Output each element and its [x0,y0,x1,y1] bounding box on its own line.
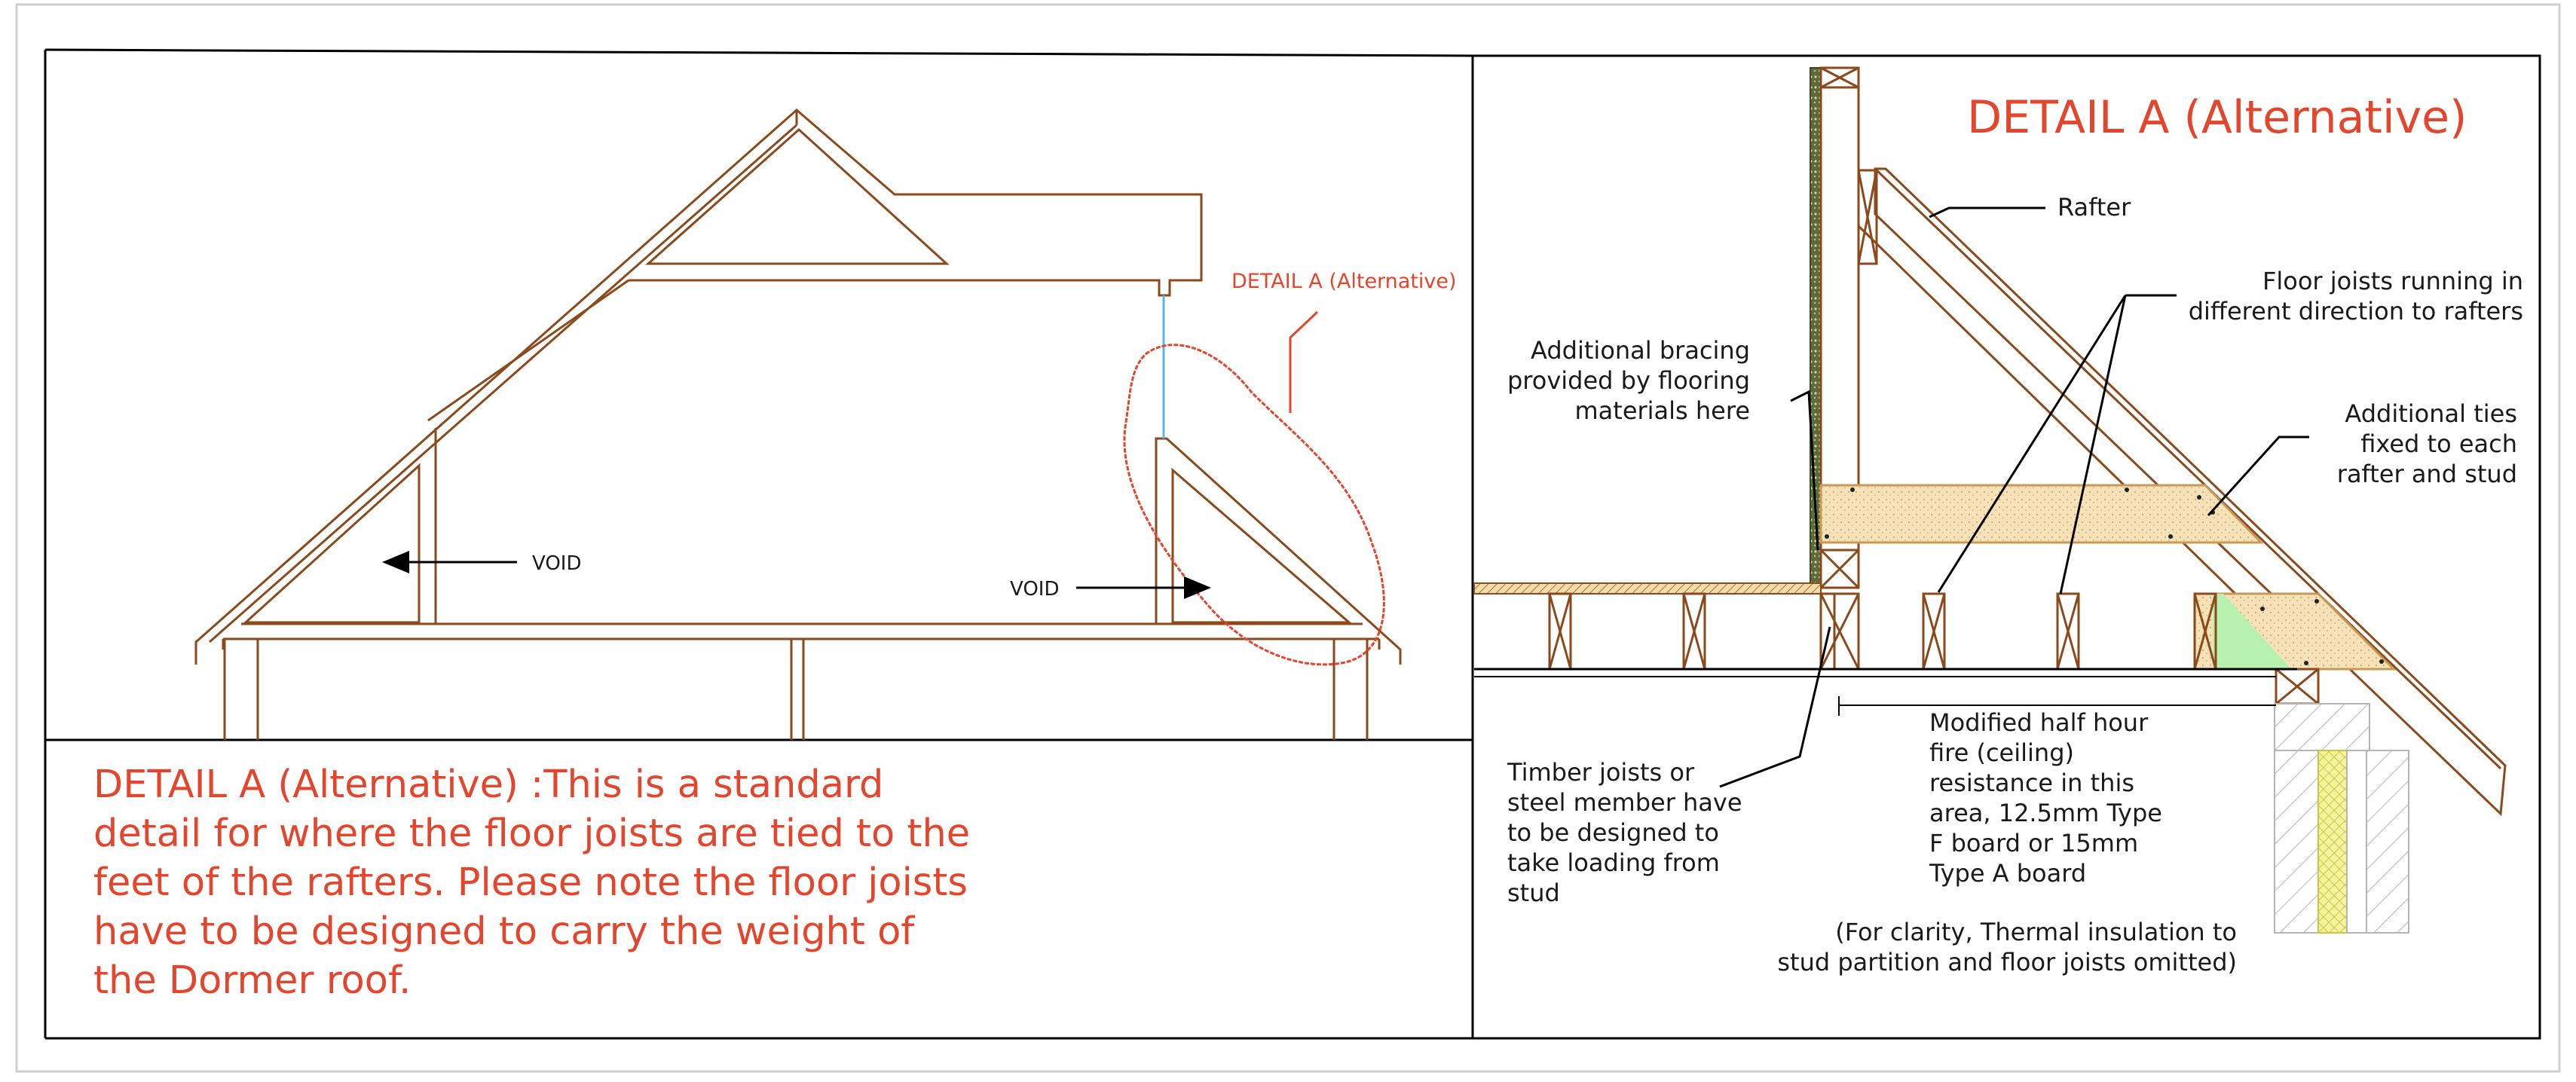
svg-text:fixed to each: fixed to each [2360,429,2517,458]
svg-text:stud: stud [1507,879,1560,907]
callout-leader [1289,310,1319,413]
left-panel: DETAIL A (Alternative) VOID VOID [44,48,1474,1040]
joist [1819,592,1860,671]
note-line: the Dormer roof. [93,958,411,1003]
ties-leader [2207,436,2309,517]
svg-text:take loading from: take loading from [1507,848,1720,877]
clarity-label: (For clarity, Thermal insulation to stud… [1777,918,2237,977]
svg-text:(For clarity, Thermal insulati: (For clarity, Thermal insulation to [1835,918,2237,946]
floor-joists-leader [1937,295,2127,594]
green-packer [2213,594,2291,669]
detail-title: DETAIL A (Alternative) [1967,91,2467,144]
svg-text:Additional bracing: Additional bracing [1531,336,1750,365]
svg-text:F board or 15mm: F board or 15mm [1929,829,2138,857]
cavity [2346,750,2367,934]
joist [2056,592,2080,671]
note-line: detail for where the floor joists are ti… [93,812,970,856]
svg-text:provided by flooring: provided by flooring [1507,366,1750,395]
svg-text:fire (ceiling): fire (ceiling) [1929,738,2074,767]
bracing-leader [1790,390,1819,551]
svg-text:rafter and stud: rafter and stud [2337,460,2517,488]
ties-label: Additional ties fixed to each rafter and… [2337,399,2517,488]
cavity-insulation [2317,750,2348,934]
timber-label: Timber joists or steel member have to be… [1507,758,1742,907]
svg-text:Modified half hour: Modified half hour [1929,708,2149,737]
floor-tie [1819,484,2264,544]
floor-deck [1473,582,1822,594]
joist [2275,668,2320,705]
rafter-label: Rafter [2057,193,2131,222]
bracing-label: Additional bracing provided by flooring … [1507,336,1750,425]
svg-text:resistance in this: resistance in this [1929,769,2134,797]
note-line: feet of the rafters. Please note the flo… [93,860,968,905]
note-line: have to be designed to carry the weight … [93,909,915,954]
void-left-label: VOID [532,552,581,575]
dormer-roof-section [194,109,1402,740]
detail-callout-cloud [1123,344,1385,666]
wall-plate [2274,703,2370,751]
svg-text:stud partition and floor joist: stud partition and floor joists omitted) [1777,948,2237,977]
svg-text:area, 12.5mm Type: area, 12.5mm Type [1929,799,2162,827]
page-border [15,3,2561,1073]
svg-text:materials here: materials here [1574,396,1750,425]
joist [1548,592,1572,671]
right-panel: DETAIL A (Alternative) [1471,54,2541,1040]
svg-text:Timber joists or: Timber joists or [1507,758,1695,787]
note-line: DETAIL A (Alternative) :This is a standa… [93,763,883,807]
void-right-label: VOID [1010,578,1059,601]
svg-text:different direction to rafters: different direction to rafters [2189,297,2523,326]
detail-note: DETAIL A (Alternative) :This is a standa… [93,763,970,1003]
joist [1922,592,1946,671]
svg-text:to be designed to: to be designed to [1507,818,1719,847]
floor-joists-label: Floor joists running in different direct… [2189,267,2523,326]
timber-leader [1719,626,1831,788]
svg-text:Floor joists running in: Floor joists running in [2262,267,2523,295]
callout-label: DETAIL A (Alternative) [1231,270,1457,293]
svg-text:steel member have: steel member have [1507,788,1742,817]
rafter-leader [1929,206,2045,219]
svg-text:Additional ties: Additional ties [2345,399,2517,428]
joist [1682,592,1706,671]
rafter [1874,167,2507,817]
stud-head [1819,66,1860,89]
svg-text:Type A board: Type A board [1929,859,2086,888]
stud-sole [1819,549,1860,589]
fire-label: Modified half hour fire (ceiling) resist… [1929,708,2162,888]
